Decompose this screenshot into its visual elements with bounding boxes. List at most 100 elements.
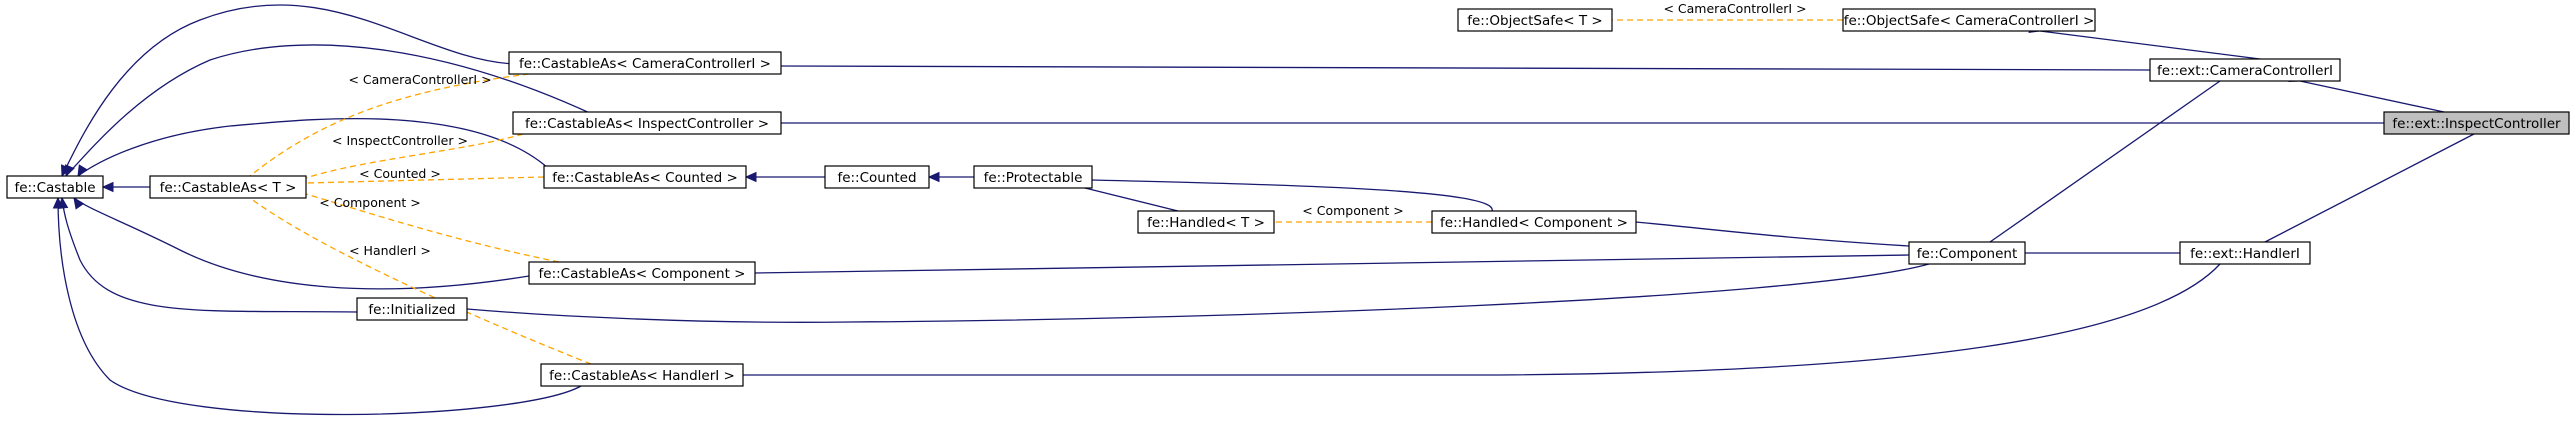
edge-objectSafeT-objectSafeCamera: < CameraControllerI > xyxy=(1601,1,1843,26)
class-node-counted[interactable]: fe::Counted xyxy=(824,165,930,189)
class-node-cameraController[interactable]: fe::ext::CameraControllerI xyxy=(2149,58,2341,82)
class-node-castableAsComponent[interactable]: fe::CastableAs< Component > xyxy=(528,261,756,285)
class-box xyxy=(149,175,307,199)
class-node-initialized[interactable]: fe::Initialized xyxy=(356,297,468,321)
edge-line xyxy=(57,197,582,416)
class-node-component[interactable]: fe::Component xyxy=(1908,241,2026,265)
class-box xyxy=(6,175,104,199)
class-label: fe::Handled< Component > xyxy=(1440,215,1628,231)
edge-line xyxy=(2299,80,2445,113)
class-box xyxy=(528,261,756,285)
edge-castableAsCounted-counted xyxy=(744,171,825,183)
class-node-castableAsInspect[interactable]: fe::CastableAs< InspectController > xyxy=(512,111,782,135)
class-label: fe::CastableAs< InspectController > xyxy=(525,116,769,132)
class-label: fe::ObjectSafe< CameraControllerI > xyxy=(1844,13,2095,29)
class-node-protectable[interactable]: fe::Protectable xyxy=(973,165,1093,189)
class-box xyxy=(1431,210,1637,234)
class-label: fe::Handled< T > xyxy=(1147,215,1265,231)
edge-line xyxy=(2039,30,2261,60)
class-node-castableAsCamera[interactable]: fe::CastableAs< CameraControllerI > xyxy=(508,51,782,75)
class-node-castable[interactable]: fe::Castable xyxy=(6,175,104,199)
edge-castable-castableAsHandler xyxy=(52,196,582,416)
edge-castableAsComponent-component xyxy=(744,254,1910,279)
edge-line xyxy=(1091,179,1493,212)
class-box xyxy=(2383,111,2570,135)
edge-castableAsT-castableAsCounted: < Counted > xyxy=(295,166,545,190)
arrow-head-icon xyxy=(927,171,940,183)
edge-line xyxy=(305,133,524,179)
class-node-castableAsHandler[interactable]: fe::CastableAs< HandlerI > xyxy=(540,363,744,387)
edge-line xyxy=(65,44,634,177)
class-node-objectSafeCamera[interactable]: fe::ObjectSafe< CameraControllerI > xyxy=(1842,8,2096,32)
class-label: fe::CastableAs< CameraControllerI > xyxy=(519,56,771,72)
class-box xyxy=(2149,58,2341,82)
class-node-objectSafeT[interactable]: fe::ObjectSafe< T > xyxy=(1457,8,1613,32)
arrow-head-icon xyxy=(65,164,75,178)
class-label: fe::CastableAs< T > xyxy=(160,180,297,196)
edge-line xyxy=(73,197,530,290)
arrow-head-icon xyxy=(101,181,114,193)
class-box xyxy=(508,51,782,75)
edge-castable-castableAsCounted xyxy=(77,117,549,178)
edge-line xyxy=(249,197,592,365)
class-label: fe::Castable xyxy=(14,180,95,196)
arrow-head-icon xyxy=(73,197,85,210)
class-node-handledT[interactable]: fe::Handled< T > xyxy=(1137,210,1275,234)
class-label: fe::Initialized xyxy=(368,302,455,318)
edge-line xyxy=(754,254,1910,274)
class-box xyxy=(512,111,782,135)
edge-castableAsCamera-cameraController xyxy=(770,60,2151,72)
class-label: fe::CastableAs< HandlerI > xyxy=(549,368,735,384)
class-box xyxy=(1842,8,2096,32)
class-box xyxy=(1457,8,1613,32)
edge-line xyxy=(780,65,2151,71)
class-box xyxy=(1908,241,2026,265)
class-label: fe::Component xyxy=(1917,246,2018,262)
class-box xyxy=(543,165,747,189)
class-node-handlerI[interactable]: fe::ext::HandlerI xyxy=(2179,241,2311,265)
edge-label: < InspectController > xyxy=(332,133,468,148)
edge-castable-castableAsComponent xyxy=(73,197,530,290)
edge-component-cameraController xyxy=(1980,80,2221,254)
class-node-castableAsT[interactable]: fe::CastableAs< T > xyxy=(149,175,307,199)
edge-label: < Component > xyxy=(1302,203,1403,218)
edge-label: < CameraControllerI > xyxy=(1663,1,1806,16)
edge-castable-initialized xyxy=(57,196,358,313)
edge-handledT-handledComponent: < Component > xyxy=(1263,203,1432,228)
edge-handlerI-inspectController xyxy=(2253,133,2475,253)
class-node-inspectController[interactable]: fe::ext::InspectController xyxy=(2383,111,2570,135)
class-box xyxy=(2179,241,2311,265)
class-box xyxy=(1137,210,1275,234)
edge-line xyxy=(1989,80,2221,243)
class-box xyxy=(824,165,930,189)
class-label: fe::ext::HandlerI xyxy=(2190,246,2300,262)
class-node-handledComponent[interactable]: fe::Handled< Component > xyxy=(1431,210,1637,234)
edge-line xyxy=(466,263,1930,323)
edge-protectable-handledComponent xyxy=(1081,173,1493,212)
edge-line xyxy=(77,117,549,177)
arrow-head-icon xyxy=(77,164,88,178)
edge-line xyxy=(61,197,358,313)
edge-label: < HandlerI > xyxy=(349,243,431,258)
edge-label: < CameraControllerI > xyxy=(348,72,491,87)
edge-line xyxy=(249,73,530,177)
class-label: fe::ext::CameraControllerI xyxy=(2157,63,2333,79)
edge-label: < Counted > xyxy=(359,166,441,181)
edge-castableAsHandler-handlerI xyxy=(732,263,2221,381)
edge-handledComponent-component xyxy=(1625,215,1910,247)
edge-label: < Component > xyxy=(319,195,420,210)
edge-component-handlerI xyxy=(2014,247,2180,259)
edge-line xyxy=(305,193,560,263)
class-node-castableAsCounted[interactable]: fe::CastableAs< Counted > xyxy=(543,165,747,189)
edge-line xyxy=(743,263,2221,376)
class-box xyxy=(540,363,744,387)
edge-line xyxy=(1635,221,1910,247)
edge-line xyxy=(61,4,516,177)
class-label: fe::CastableAs< Counted > xyxy=(552,170,738,186)
class-label: fe::ext::InspectController xyxy=(2392,116,2561,132)
edge-castableAsInspect-inspectController xyxy=(770,117,2384,129)
edge-castable-castableAsCamera xyxy=(61,4,516,178)
class-box xyxy=(356,297,468,321)
